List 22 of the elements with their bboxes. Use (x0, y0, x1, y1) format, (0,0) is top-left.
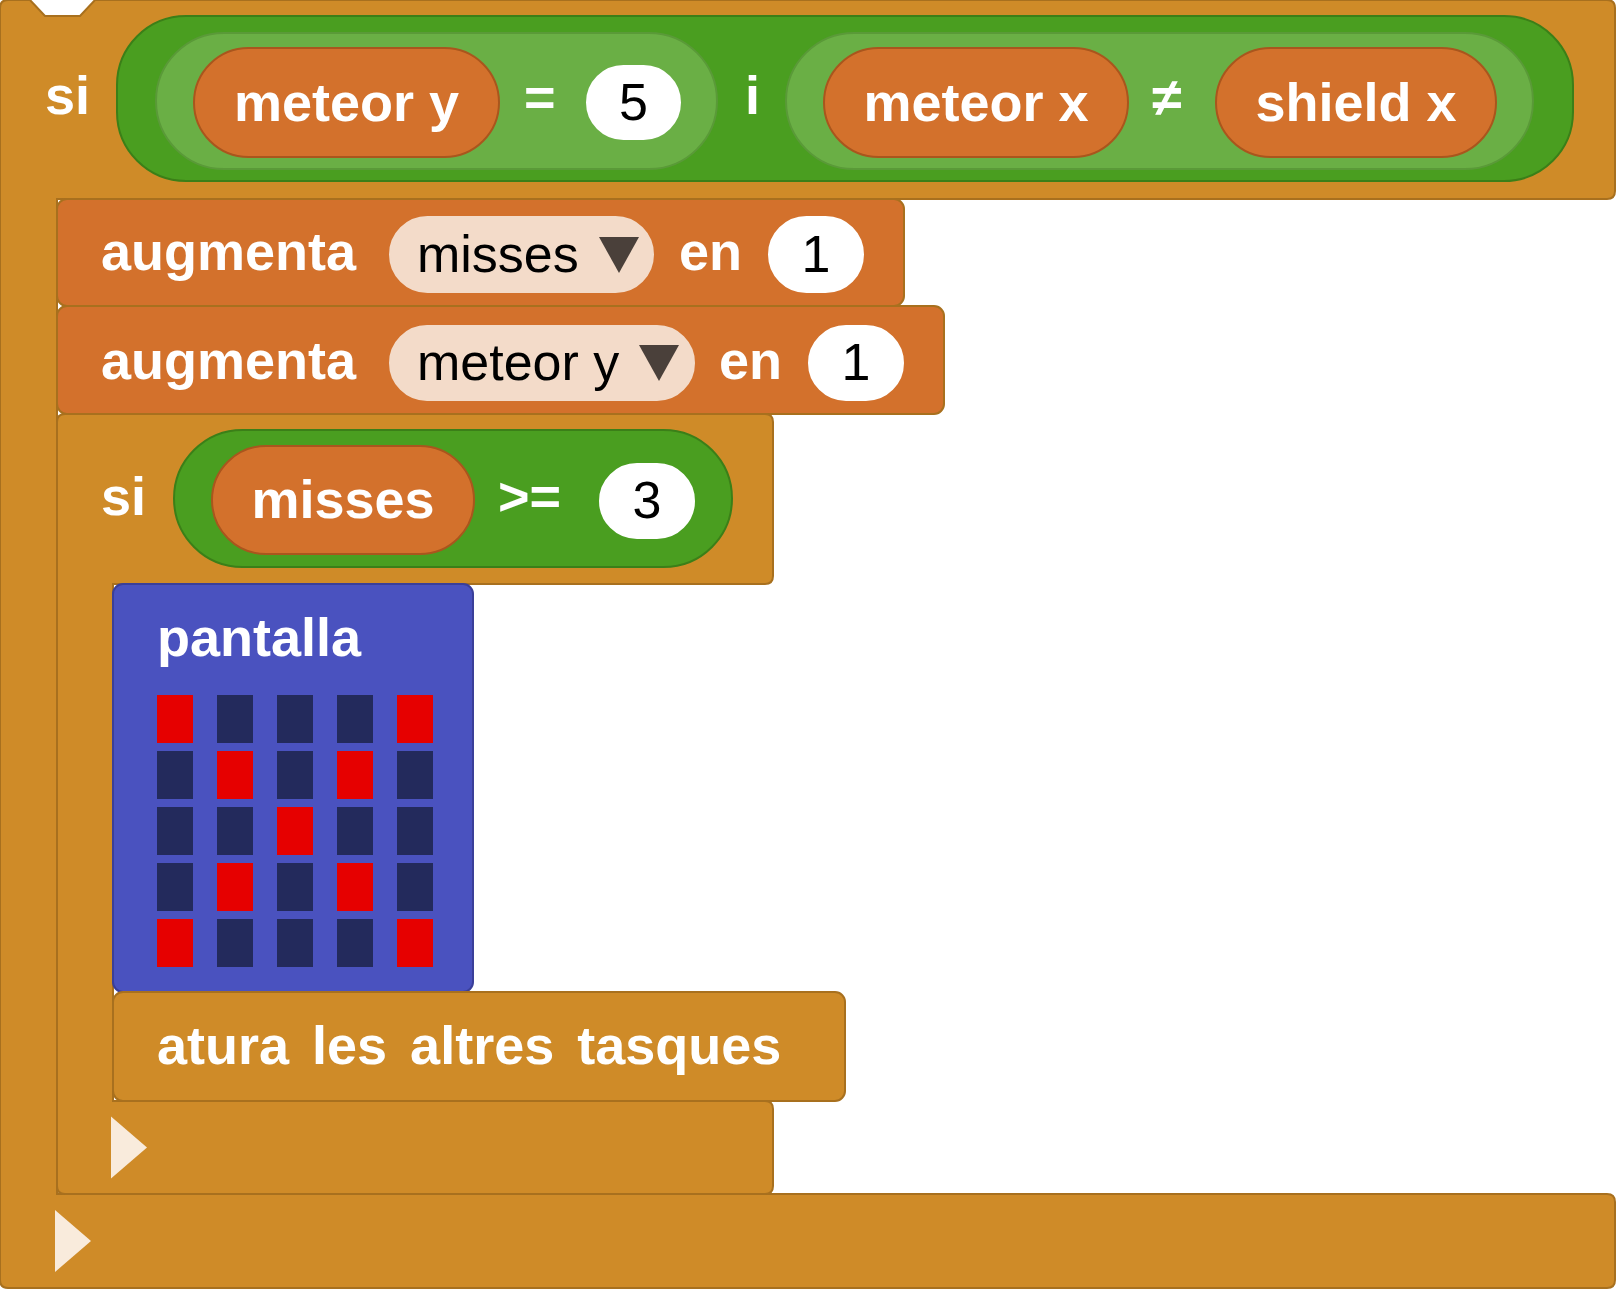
block-label: en (719, 331, 783, 391)
block-label: augmenta (101, 331, 357, 391)
variable-name: meteor x (863, 72, 1089, 133)
operator-label: i (745, 66, 760, 126)
variable-name: shield x (1255, 72, 1457, 133)
number-value: 5 (619, 73, 648, 132)
block-label: atura les altres tasques (157, 1016, 782, 1076)
operator-label: = (524, 68, 556, 128)
number-value: 1 (801, 225, 831, 284)
number-value: 1 (841, 334, 871, 392)
block-label: si (45, 66, 91, 126)
block-label: en (679, 222, 743, 282)
variable-name: misses (251, 470, 435, 530)
variable-name: meteor y (233, 72, 460, 133)
operator-label: ≠ (1152, 68, 1182, 128)
dropdown-value: meteor y (417, 334, 620, 392)
block-label: augmenta (101, 222, 357, 282)
block-label: si (101, 467, 147, 527)
dropdown-value: misses (417, 225, 579, 284)
block-label: pantalla (157, 608, 362, 668)
number-value: 3 (632, 472, 662, 530)
operator-label: >= (498, 467, 562, 527)
